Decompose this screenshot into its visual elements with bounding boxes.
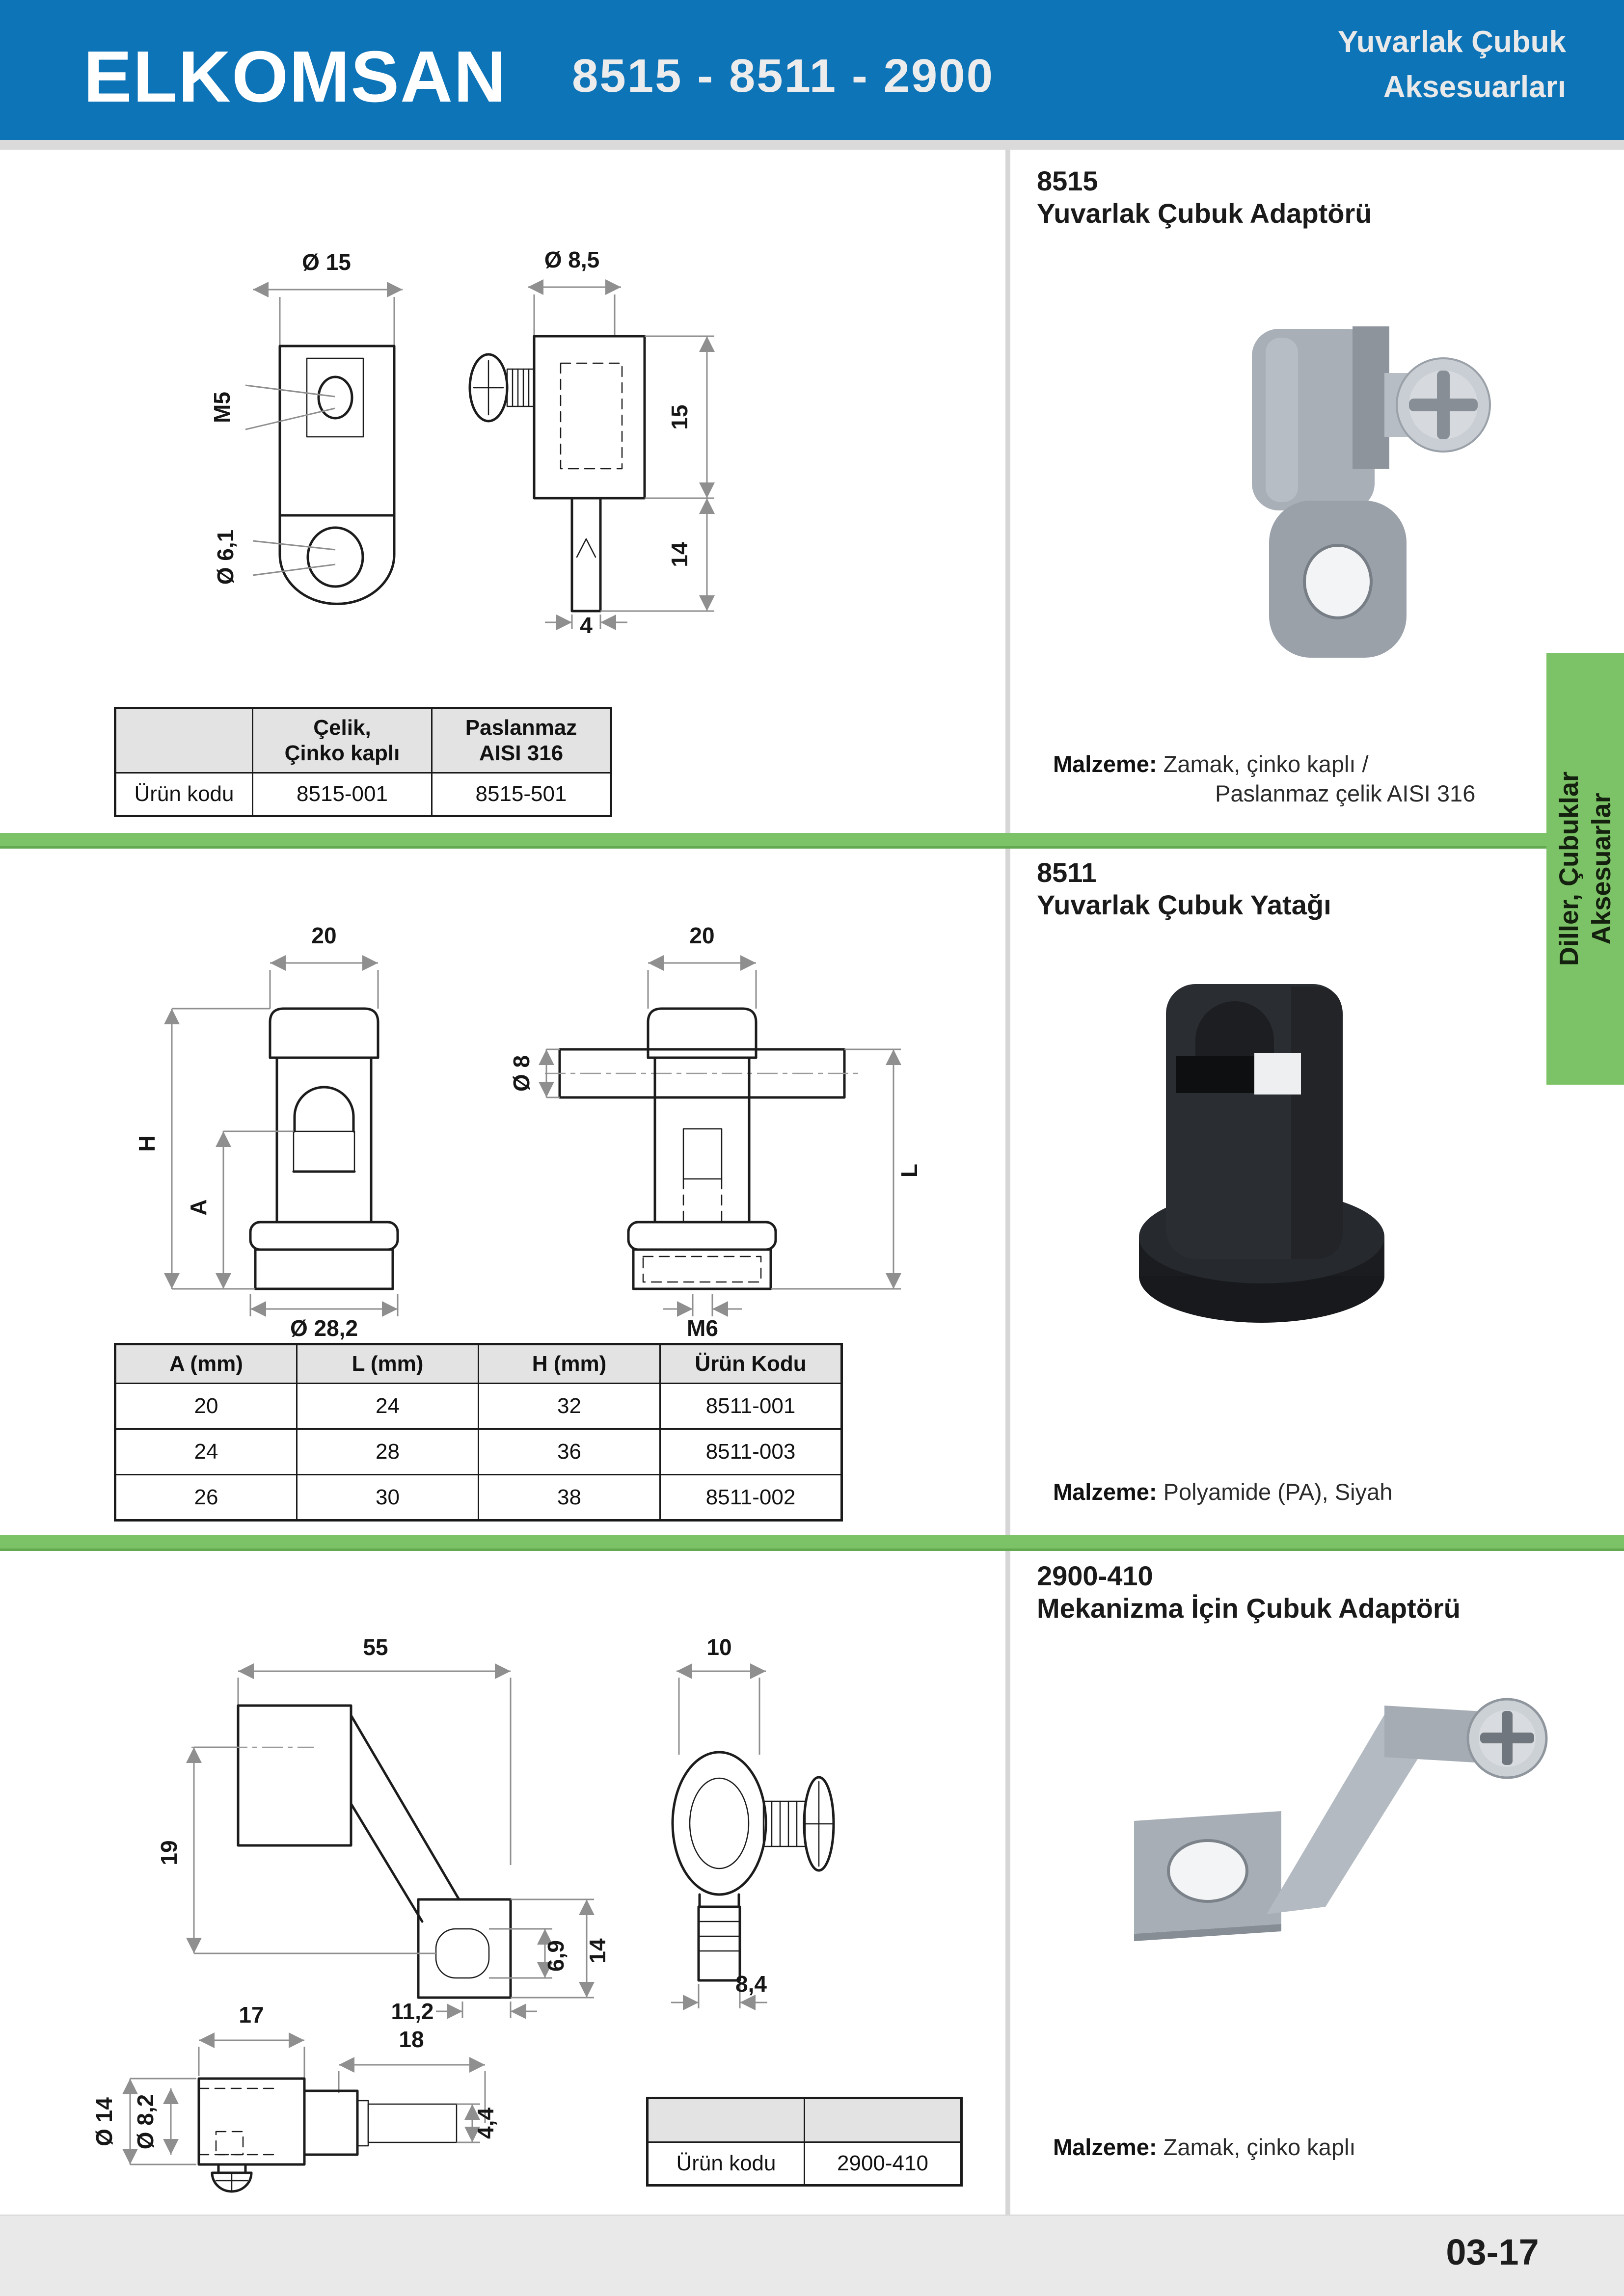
product-image-8515 [1252,326,1491,658]
dim-label-10: 10 [706,1634,731,1660]
table-2900-code: 2900-410 [804,2141,962,2186]
dim-label-14b: 14 [585,1938,610,1964]
dim-label-44: 4,4 [473,2108,498,2139]
dim-label-A: A [186,1199,211,1215]
header-category-line2: Aksesuarları [1383,70,1566,104]
technical-drawing-8511: 20 H A Ø 28,2 20 [134,923,922,1341]
table-row: Ürün kodu 2900-410 [647,2141,962,2186]
dim-label-dia14: Ø 14 [91,2097,117,2146]
table-8515-header-paslanmaz: Paslanmaz AISI 316 [431,707,612,774]
page-header: ELKOMSAN 8515 - 8511 - 2900 Yuvarlak Çub… [0,0,1624,140]
table-8511-header-h: H (mm) [478,1343,661,1384]
dim-label-dia8: Ø 8 [509,1055,534,1092]
header-product-codes: 8515 - 8511 - 2900 [572,50,995,102]
page-footer [0,2215,1624,2296]
dim-label-19: 19 [156,1840,182,1865]
table-8515-code-501: 8515-501 [431,772,612,817]
dim-label-H: H [134,1135,160,1151]
section-code: 2900-410 [1037,1560,1153,1591]
section-name: Mekanizma İçin Çubuk Adaptörü [1037,1593,1461,1624]
material-label: Malzeme: [1053,1479,1157,1505]
dim-label-4: 4 [580,613,593,638]
section-separator-2 [0,1535,1624,1551]
dim-label-dia61: Ø 6,1 [213,530,238,585]
header-divider-strip [0,140,1624,150]
table-8515-corner-cell [114,707,253,774]
table-2900: Ürün kodu 2900-410 [646,2097,963,2187]
table-8511: A (mm) L (mm) H (mm) Ürün Kodu 20 24 32 … [114,1343,843,1522]
dim-label-15: 15 [667,404,692,429]
sidebar-tab-line2: Aksesuarlar [1587,793,1616,945]
material-value-line2: Paslanmaz çelik AISI 316 [1215,780,1476,806]
dim-label-dia15: Ø 15 [302,249,351,275]
material-label: Malzeme: [1053,2134,1157,2160]
section-separator-1 [0,833,1624,849]
dim-label-m5: M5 [209,392,235,423]
dim-label-17: 17 [239,2002,264,2028]
table-row: Ürün kodu 8515-001 8515-501 [114,772,612,817]
table-8511-header-l: L (mm) [296,1343,479,1384]
table-8511-header-a: A (mm) [114,1343,298,1384]
section-title-8515: 8515 Yuvarlak Çubuk Adaptörü [1037,165,1372,230]
material-note-2900: Malzeme: Zamak, çinko kaplı [1053,2133,1355,2162]
drawing-2900-end-view: 10 8,4 [671,1634,835,2010]
sidebar-tab-line1: Diller, Çubuklar [1554,771,1584,966]
technical-drawing-8515: Ø 15 M5 Ø 6,1 Ø 8,5 [209,247,715,638]
product-image-2900 [1134,1698,1548,1941]
material-value-line1: Polyamide (PA), Siyah [1163,1479,1393,1505]
header-category-line1: Yuvarlak Çubuk [1337,25,1566,59]
table-row: 26 30 38 8511-002 [114,1474,842,1521]
dim-label-20b: 20 [689,923,714,948]
dim-label-dia85: Ø 8,5 [544,247,600,272]
section-code: 8515 [1037,165,1098,196]
drawing-8515-side-view: Ø 8,5 15 14 4 [468,247,715,638]
drawing-8511-side-view: 20 Ø 8 [509,923,922,1341]
drawing-2900-side-view: 55 19 6,9 14 11,2 [156,1634,610,2024]
section-title-2900: 2900-410 Mekanizma İçin Çubuk Adaptörü [1037,1560,1461,1625]
sidebar-category-tab: Diller, Çubuklar Aksesuarlar [1546,653,1624,1085]
dim-label-69: 6,9 [543,1940,568,1972]
table-8515-row-label: Ürün kodu [114,772,253,817]
dim-label-18: 18 [399,2027,424,2052]
table-row: 20 24 32 8511-001 [114,1383,842,1430]
table-8515-code-001: 8515-001 [252,772,433,817]
dim-label-14: 14 [667,542,692,567]
drawing-2900-bottom-view: 17 18 [91,2002,498,2193]
table-row: 24 28 36 8511-003 [114,1428,842,1475]
table-8515: Çelik, Çinko kaplı Paslanmaz AISI 316 Ür… [114,707,612,817]
material-note-8515: Malzeme: Zamak, çinko kaplı / Paslanmaz … [1053,749,1475,808]
table-8511-header-urun: Ürün Kodu [659,1343,842,1384]
technical-drawing-2900-top: 55 19 6,9 14 11,2 [156,1634,835,2024]
dim-label-84: 8,4 [735,1971,767,1997]
section-name: Yuvarlak Çubuk Yatağı [1037,889,1331,920]
dim-label-L: L [896,1164,922,1177]
table-2900-corner-cell [647,2097,805,2143]
dim-label-55: 55 [363,1634,388,1660]
material-value-line1: Zamak, çinko kaplı / [1163,751,1369,777]
material-value-line1: Zamak, çinko kaplı [1163,2134,1356,2160]
page-number: 03-17 [1446,2232,1539,2272]
dim-label-112: 11,2 [391,1999,434,2024]
section-title-8511: 8511 Yuvarlak Çubuk Yatağı [1037,856,1331,921]
material-note-8511: Malzeme: Polyamide (PA), Siyah [1053,1477,1392,1507]
product-image-8511 [1139,984,1384,1323]
dim-label-dia82: Ø 8,2 [133,2094,158,2150]
table-8515-header-celik: Çelik, Çinko kaplı [252,707,433,774]
table-2900-header-cell [804,2097,962,2143]
drawing-8511-front-view: 20 H A Ø 28,2 [134,923,399,1341]
header-category: Yuvarlak Çubuk Aksesuarları [1154,20,1566,110]
section-code: 8511 [1037,857,1097,888]
brand-logo: ELKOMSAN [83,36,507,117]
dim-label-M6: M6 [687,1315,718,1341]
dim-label-dia282: Ø 28,2 [290,1315,358,1341]
technical-drawing-2900-bottom: 17 18 [91,2002,498,2193]
section-name: Yuvarlak Çubuk Adaptörü [1037,198,1372,229]
drawing-8515-front-view: Ø 15 M5 Ø 6,1 [209,249,403,605]
material-label: Malzeme: [1053,751,1157,777]
table-2900-row-label: Ürün kodu [647,2141,805,2186]
sidebar-tab-text: Diller, Çubuklar Aksesuarlar [1546,653,1624,1085]
column-divider [1005,150,1010,2215]
dim-label-20a: 20 [311,923,336,948]
